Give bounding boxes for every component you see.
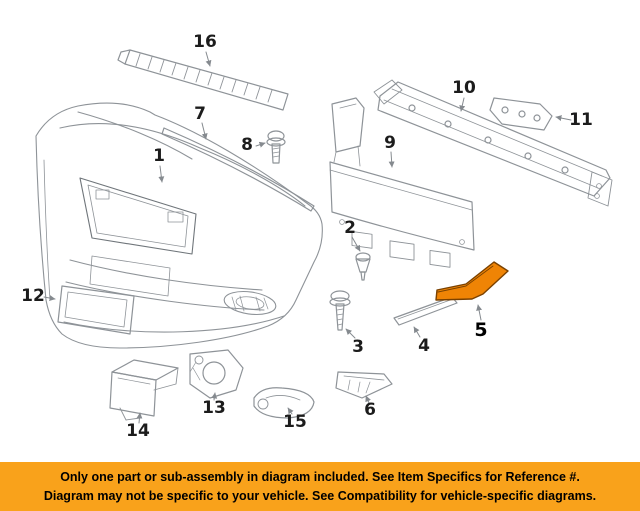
disclaimer-line-1: Only one part or sub-assembly in diagram… <box>60 469 580 484</box>
disclaimer-line-2: Diagram may not be specific to your vehi… <box>43 489 597 503</box>
strip-part-4 <box>393 296 458 326</box>
disclaimer-banner: Only one part or sub-assembly in diagram… <box>0 462 640 511</box>
part-label-9: 9 <box>384 133 396 153</box>
part-label-5: 5 <box>474 319 488 341</box>
bolt-part-8 <box>266 130 286 164</box>
part-label-12: 12 <box>21 286 45 306</box>
molding-strip-part-7 <box>161 127 315 212</box>
tow-hook-cover-part-15 <box>253 387 315 419</box>
part-label-14: 14 <box>126 421 150 441</box>
grille-strip-part-16 <box>117 49 289 111</box>
part-label-1: 1 <box>153 146 165 166</box>
energy-absorber-part-9 <box>329 97 475 268</box>
license-bracket-part-12 <box>57 285 135 335</box>
part-label-8: 8 <box>241 135 253 155</box>
part-label-2: 2 <box>344 218 356 238</box>
bolt-part-3 <box>329 290 351 331</box>
diagram-line-art <box>35 49 613 424</box>
part-label-3: 3 <box>352 337 364 357</box>
leader-lines <box>43 51 572 424</box>
part-label-16: 16 <box>193 32 217 52</box>
part-label-4: 4 <box>418 336 430 356</box>
part-label-10: 10 <box>452 78 476 98</box>
mount-bracket-part-14 <box>109 359 179 421</box>
part-label-13: 13 <box>202 398 226 418</box>
reinforcement-bar-part-10 <box>373 79 613 207</box>
part-label-7: 7 <box>194 104 206 124</box>
corner-bracket-part-6 <box>335 371 393 399</box>
bumper-cover-part-1 <box>35 102 323 349</box>
clip-part-2 <box>355 252 371 281</box>
highlighted-bracket-part-5 <box>435 261 509 301</box>
part-label-11: 11 <box>569 110 593 130</box>
side-bracket-part-11 <box>489 97 553 131</box>
part-label-6: 6 <box>364 400 376 420</box>
part-label-15: 15 <box>283 412 307 432</box>
fog-bezel-part-13 <box>189 349 244 399</box>
